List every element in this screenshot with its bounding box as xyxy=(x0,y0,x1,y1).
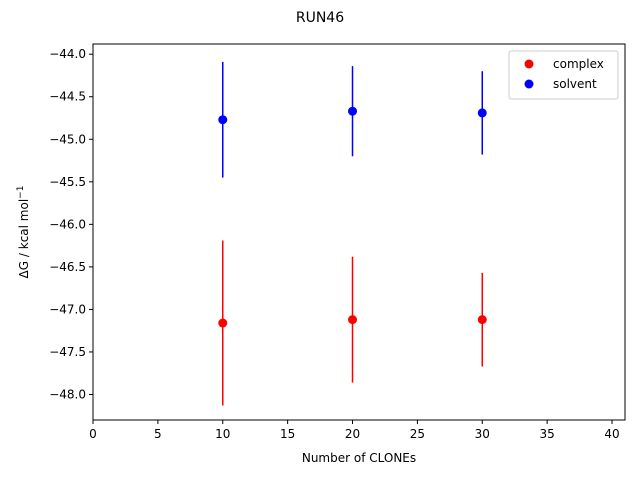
data-point xyxy=(348,315,358,325)
y-axis-label: ΔG / kcal mol−1 xyxy=(16,186,31,279)
data-point xyxy=(477,315,487,325)
plot-area xyxy=(92,43,626,421)
y-tick-label: −45.0 xyxy=(49,132,86,146)
y-axis-label-exponent: −1 xyxy=(16,186,26,199)
plot-frame xyxy=(92,43,626,421)
legend-box xyxy=(508,50,619,100)
x-tick-label: 15 xyxy=(280,427,295,441)
series-layer xyxy=(218,61,487,406)
y-axis: −48.0 −47.5 −47.0 −46.5 −46.0 −45.5 −45.0 −44.5… xyxy=(49,47,93,401)
y-axis-label-main: ΔG / kcal mol xyxy=(17,199,31,279)
y-tick-label: −45.5 xyxy=(49,175,86,189)
y-tick-label: −46.5 xyxy=(49,260,86,274)
legend-label-solvent: solvent xyxy=(553,77,597,91)
y-tick-label: −44.5 xyxy=(49,90,86,104)
data-point xyxy=(218,115,228,125)
data-point xyxy=(218,318,228,328)
x-tick-label: 20 xyxy=(345,427,360,441)
x-tick-label: 10 xyxy=(215,427,230,441)
legend-label-complex: complex xyxy=(553,57,604,71)
series-complex xyxy=(218,240,487,406)
series-solvent xyxy=(218,61,487,178)
x-tick-label: 0 xyxy=(89,427,97,441)
legend: complex solvent xyxy=(508,50,619,100)
y-tick-label: −44.0 xyxy=(49,47,86,61)
x-axis: 0 5 10 15 20 25 30 35 40 xyxy=(89,420,620,441)
y-tick-label: −46.0 xyxy=(49,217,86,231)
x-axis-label: Number of CLONEs xyxy=(302,451,416,465)
y-tick-label: −47.0 xyxy=(49,302,86,316)
x-tick-label: 35 xyxy=(540,427,555,441)
data-point xyxy=(477,108,487,118)
y-tick-label: −48.0 xyxy=(49,387,86,401)
x-tick-label: 40 xyxy=(604,427,619,441)
x-tick-label: 5 xyxy=(154,427,162,441)
y-tick-label: −47.5 xyxy=(49,345,86,359)
legend-marker-solvent xyxy=(524,79,534,89)
x-tick-label: 30 xyxy=(475,427,490,441)
legend-marker-complex xyxy=(524,59,534,69)
x-tick-label: 25 xyxy=(410,427,425,441)
chart-title: RUN46 xyxy=(296,10,344,26)
data-point xyxy=(348,106,358,116)
